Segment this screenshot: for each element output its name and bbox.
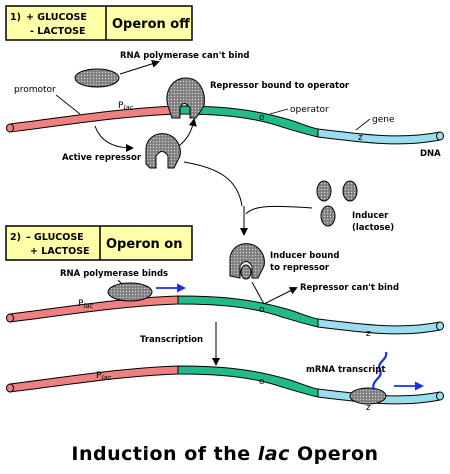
strand2-gene-z: z [366, 329, 371, 339]
label-inducer-bound-line1: Inducer bound [270, 251, 339, 261]
strand3-gene-z: z [366, 403, 371, 413]
label-inducer-line2: (lactose) [352, 223, 394, 233]
rna-polymerase-bound [107, 282, 153, 302]
figure-title: Induction of the lac Operon [71, 443, 378, 465]
panel2-condition-line1: – GLUCOSE [26, 232, 84, 243]
label-promotor: promotor [14, 85, 56, 95]
label-repressor-bound: Repressor bound to operator [210, 81, 350, 91]
label-gene: gene [372, 115, 395, 125]
label-inducer-line1: Inducer [352, 211, 389, 221]
strand1-operator-o: o [259, 113, 265, 123]
label-rnap-cant-bind: RNA polymerase can't bind [120, 51, 250, 61]
dna-strand-2 [6, 295, 444, 335]
label-transcription: Transcription [140, 335, 203, 345]
panel1-condition-line2: - LACTOSE [30, 26, 86, 37]
strand2-operator-o: o [259, 305, 265, 315]
panel1-status: Operon off [112, 17, 190, 32]
strand2-plac: Plac [78, 299, 94, 310]
active-repressor [145, 133, 181, 169]
strand1-gene-z: z [358, 133, 363, 143]
strand3-plac: Plac [96, 371, 112, 382]
strand1-plac: Plac [118, 101, 134, 112]
inducer-bound-repressor [229, 243, 265, 280]
label-mrna: mRNA transcript [306, 365, 385, 375]
panel2-condition-line2: + LACTOSE [30, 246, 90, 257]
panel1-condition-line1: + GLUCOSE [26, 12, 87, 23]
inducer-molecules [316, 180, 358, 227]
rna-polymerase-transcribing [349, 387, 387, 405]
rna-polymerase-free [74, 68, 120, 88]
label-inducer-bound-line2: to repressor [270, 263, 330, 273]
panel2-condition-box: 2) – GLUCOSE + LACTOSE Operon on [5, 225, 193, 261]
label-repressor-cant-bind: Repressor can't bind [300, 283, 399, 293]
mrna-strand [372, 351, 388, 391]
label-dna: DNA [420, 149, 441, 159]
dna-strand-1 [6, 105, 444, 145]
panel1-condition-box: 1) + GLUCOSE - LACTOSE Operon off [5, 5, 193, 41]
panel1-number: 1) [10, 12, 21, 23]
panel2-number: 2) [10, 232, 21, 243]
label-active-repressor: Active repressor [62, 153, 142, 163]
label-operator: operator [290, 105, 329, 115]
strand3-operator-o: o [259, 377, 265, 387]
panel2-status: Operon on [106, 237, 182, 252]
label-rnap-binds: RNA polymerase binds [60, 269, 168, 279]
repressor-bound [166, 77, 205, 119]
